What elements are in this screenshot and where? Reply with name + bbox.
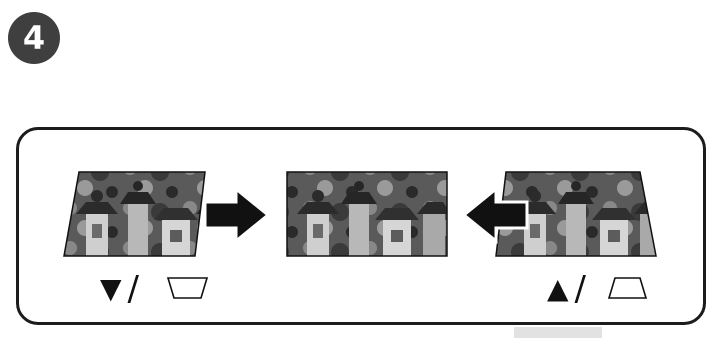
left-caption-separator: / (128, 272, 139, 306)
arrow-right-icon (205, 189, 268, 241)
left-caption: ▼ / (100, 272, 139, 306)
bottom-gray-strip (514, 327, 602, 338)
up-triangle-icon: ▲ (547, 275, 569, 303)
down-triangle-icon: ▼ (100, 275, 122, 303)
trapezoid-wide-bottom-icon (609, 278, 646, 298)
center-corrected-image (287, 172, 451, 256)
right-caption-separator: / (575, 272, 586, 306)
trapezoid-wide-top-icon (168, 278, 207, 298)
right-caption: ▲ / (547, 272, 586, 306)
